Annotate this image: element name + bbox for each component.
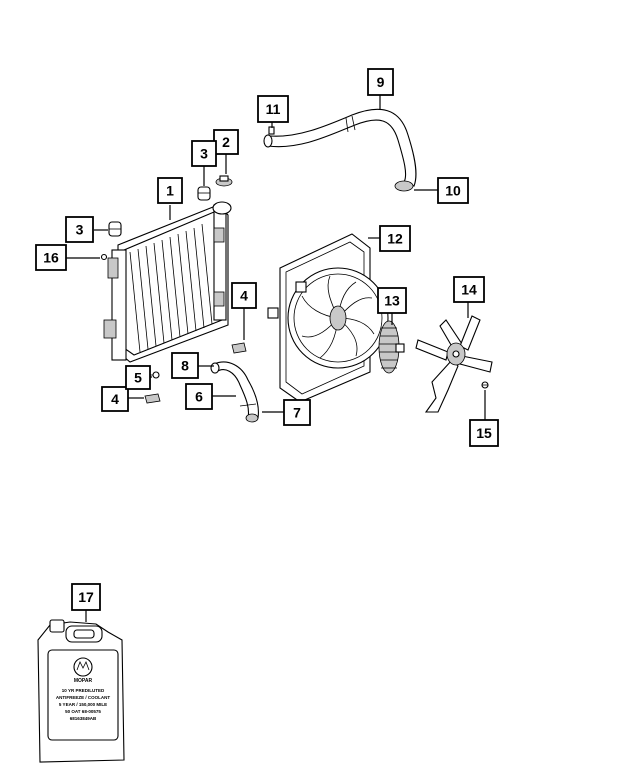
jug-brand: MOPAR — [74, 678, 93, 684]
insulator-side — [108, 221, 122, 237]
svg-text:8: 8 — [181, 358, 189, 374]
fan-shroud — [267, 233, 389, 403]
callout-3-upper: 3 — [191, 140, 217, 167]
svg-text:3: 3 — [76, 222, 84, 238]
callout-7: 7 — [283, 399, 311, 426]
svg-text:9: 9 — [377, 74, 385, 90]
callout-4-lower: 4 — [101, 386, 129, 412]
jug-label-line-1: 10 YR PREDILUTED — [62, 688, 105, 693]
jug-label-line-3: 5 YEAR / 150,000 MILE — [59, 702, 107, 707]
svg-text:2: 2 — [222, 134, 230, 150]
svg-text:11: 11 — [266, 101, 281, 117]
svg-text:7: 7 — [293, 405, 301, 421]
callout-6: 6 — [185, 383, 213, 410]
callout-1: 1 — [157, 177, 183, 204]
svg-text:15: 15 — [476, 425, 492, 441]
svg-text:14: 14 — [461, 282, 477, 298]
clip-upper — [231, 342, 247, 354]
callout-4-upper: 4 — [231, 282, 257, 309]
svg-text:4: 4 — [240, 288, 248, 304]
callout-8: 8 — [171, 352, 199, 379]
svg-text:12: 12 — [387, 231, 403, 247]
callout-17: 17 — [71, 583, 101, 611]
callout-10: 10 — [437, 177, 469, 204]
fan-blade — [415, 315, 493, 413]
callout-9: 9 — [367, 68, 394, 96]
lower-hose-6-8 — [210, 361, 259, 423]
svg-text:17: 17 — [78, 589, 94, 605]
svg-text:13: 13 — [384, 293, 400, 309]
svg-text:4: 4 — [111, 391, 119, 407]
svg-text:5: 5 — [134, 370, 142, 386]
callout-11: 11 — [257, 95, 289, 123]
coolant-jug: MOPAR 10 YR PREDILUTED ANTIFREEZE / COOL… — [37, 619, 125, 763]
callout-14: 14 — [453, 276, 485, 303]
callout-3-side: 3 — [65, 216, 94, 243]
jug-label-line-5: 68163849AB — [70, 716, 97, 721]
callout-13: 13 — [377, 287, 407, 314]
radiator — [103, 201, 232, 363]
jug-label-line-4: 50 OAT 68-00575 — [65, 709, 101, 714]
fan-clutch — [378, 320, 405, 374]
svg-text:10: 10 — [445, 183, 461, 199]
callout-2: 2 — [213, 129, 239, 155]
callout-12: 12 — [379, 225, 411, 252]
screw-16 — [100, 253, 108, 261]
callout-5: 5 — [125, 365, 151, 390]
radiator-cap — [215, 175, 233, 187]
clip-lower — [144, 393, 161, 404]
svg-text:6: 6 — [195, 389, 203, 405]
svg-text:3: 3 — [200, 146, 208, 162]
bolt-5 — [150, 371, 160, 379]
fan-bolt-15 — [481, 381, 489, 389]
callout-16: 16 — [35, 244, 67, 271]
svg-text:16: 16 — [43, 250, 59, 266]
leader-lines — [66, 95, 486, 622]
jug-label-line-2: ANTIFREEZE / COOLANT — [56, 695, 110, 700]
svg-text:1: 1 — [166, 183, 174, 199]
insulator-upper — [197, 186, 211, 201]
callout-15: 15 — [469, 419, 499, 447]
upper-hose-9-11 — [263, 108, 417, 192]
